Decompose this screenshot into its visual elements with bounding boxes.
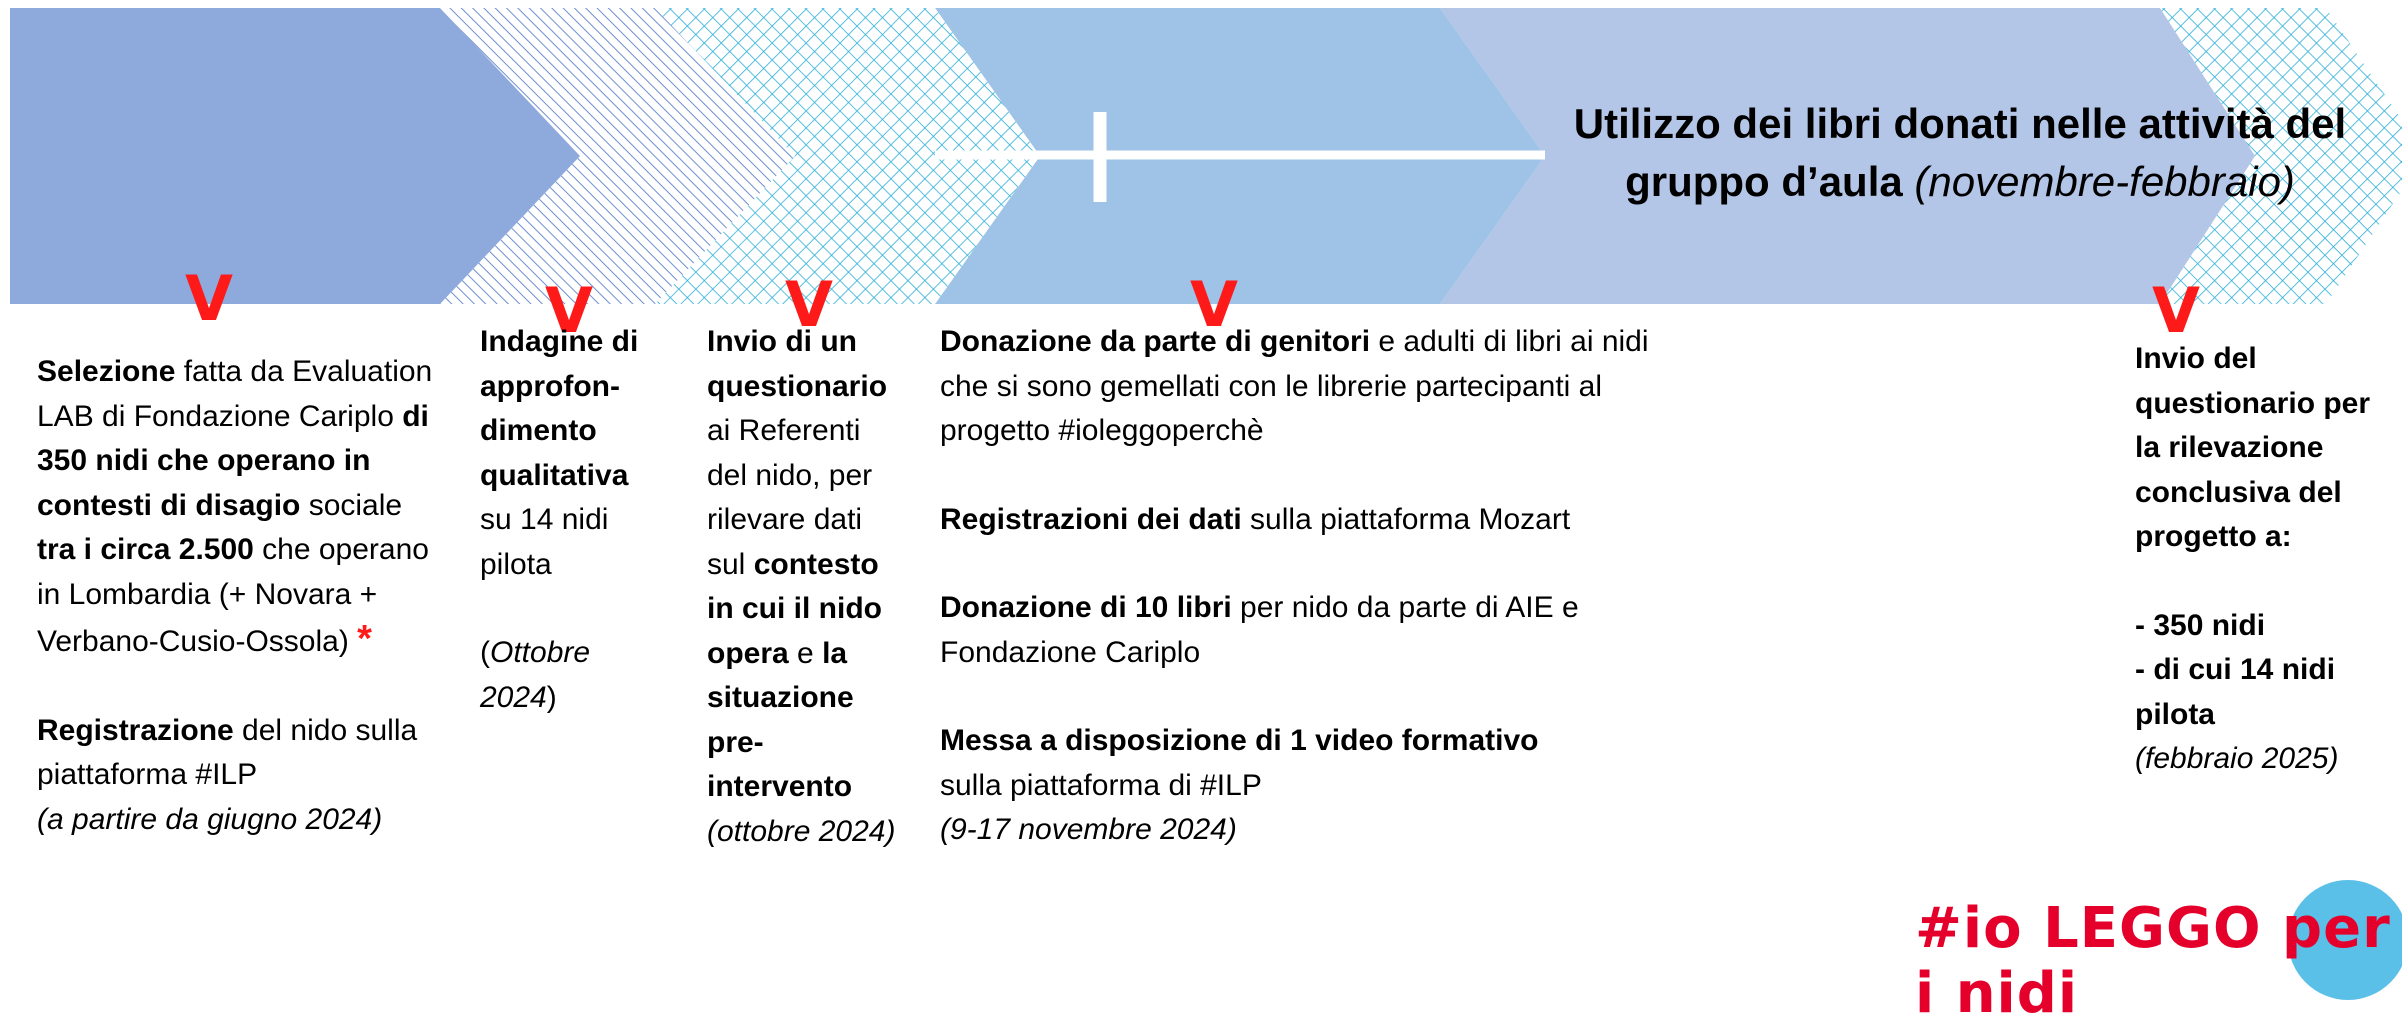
col1-text-1: fatta da Evaluation LAB di Fondazione Ca… xyxy=(37,355,433,433)
col3-bold-2: contesto in cui il nido opera xyxy=(707,547,882,670)
col4-bold-2: Registrazioni dei dati xyxy=(940,502,1242,536)
col1-text-3: che operano in Lombardia (+ Novara + Ver… xyxy=(37,533,429,658)
check-mark-4: V xyxy=(1190,268,1238,341)
col4-bold-1: Donazione da parte di genitori xyxy=(940,325,1371,358)
col1-text-2: sociale xyxy=(300,488,403,522)
col4-text-1: e adulti di libri ai nidi che si sono ge… xyxy=(940,325,1649,447)
col2-text: su 14 nidi pilota xyxy=(480,503,609,581)
col1-bold-2: di 350 nidi che operano in contesti di d… xyxy=(37,399,429,522)
check-mark-2: V xyxy=(545,274,593,347)
col4-text-4: sulla piattaforma di #ILP xyxy=(940,768,1262,802)
col5-line-2: - di cui 14 nidi pilota xyxy=(2135,653,2336,731)
step-qualitative-text: Indagine di approfon-dimento qualitativa… xyxy=(480,320,655,720)
timeline-arrow-band xyxy=(10,8,2402,304)
col3-bold-3: la situazione pre-intervento xyxy=(707,636,854,804)
col2-open-paren: ( xyxy=(480,636,490,669)
step-donation-text: Donazione da parte di genitori e adulti … xyxy=(940,320,1660,853)
col5-bold: Invio del questionario per la rilevazion… xyxy=(2135,342,2371,553)
col2-bold: Indagine di approfon-dimento qualitativa xyxy=(480,325,639,492)
col1-bold-4: Registrazione xyxy=(37,713,234,747)
check-mark-1: V xyxy=(185,262,233,335)
headline-bold: Utilizzo dei libri donati nelle attività… xyxy=(1573,100,2347,205)
col1-text-4: del nido sulla piattaforma #ILP xyxy=(37,713,418,792)
col2-close-paren: ) xyxy=(546,680,557,714)
step-selection-text: Selezione fatta da Evaluation LAB di Fon… xyxy=(37,350,437,842)
col1-bold-3: tra i circa 2.500 xyxy=(37,533,254,566)
phase-headline: Utilizzo dei libri donati nelle attività… xyxy=(1520,95,2400,211)
col5-line-1: - 350 nidi xyxy=(2135,608,2266,642)
headline-italic: (novembre-febbraio) xyxy=(1914,158,2295,205)
col4-bold-4: Messa a disposizione di 1 video formativ… xyxy=(940,724,1539,757)
col3-text-2: e xyxy=(788,636,823,670)
col5-italic: (febbraio 2025) xyxy=(2135,742,2339,775)
step-final-questionnaire-text: Invio del questionario per la rilevazion… xyxy=(2135,337,2385,782)
check-mark-5: V xyxy=(2152,274,2200,347)
arrow-segment-2 xyxy=(440,8,795,304)
asterisk-note: * xyxy=(357,618,372,660)
col3-text-1: ai Referenti del nido, per rilevare dati… xyxy=(707,414,873,581)
step-questionnaire-text: Invio di un questionario ai Referenti de… xyxy=(707,320,907,854)
arrow-segment-4 xyxy=(1440,8,2255,304)
col1-bold-1: Selezione xyxy=(37,355,176,388)
col3-italic: (ottobre 2024) xyxy=(707,814,896,848)
col2-italic: Ottobre 2024 xyxy=(480,636,591,714)
col1-italic: (a partire da giugno 2024) xyxy=(37,802,383,836)
col4-text-2: sulla piattaforma Mozart xyxy=(1241,502,1571,536)
arrow-segment-1 xyxy=(10,8,580,304)
col4-italic: (9-17 novembre 2024) xyxy=(940,813,1237,846)
ioleggoperche-logo: #io LEGGO per i nidi xyxy=(1915,896,2391,1026)
col4-text-3: per nido da parte di AIE e Fondazione Ca… xyxy=(940,591,1579,669)
col3-bold-1: Invio di un questionario xyxy=(707,325,888,403)
arrow-segment-2b xyxy=(655,8,1040,304)
col4-bold-3: Donazione di 10 libri xyxy=(940,591,1232,624)
check-mark-3: V xyxy=(785,268,833,341)
